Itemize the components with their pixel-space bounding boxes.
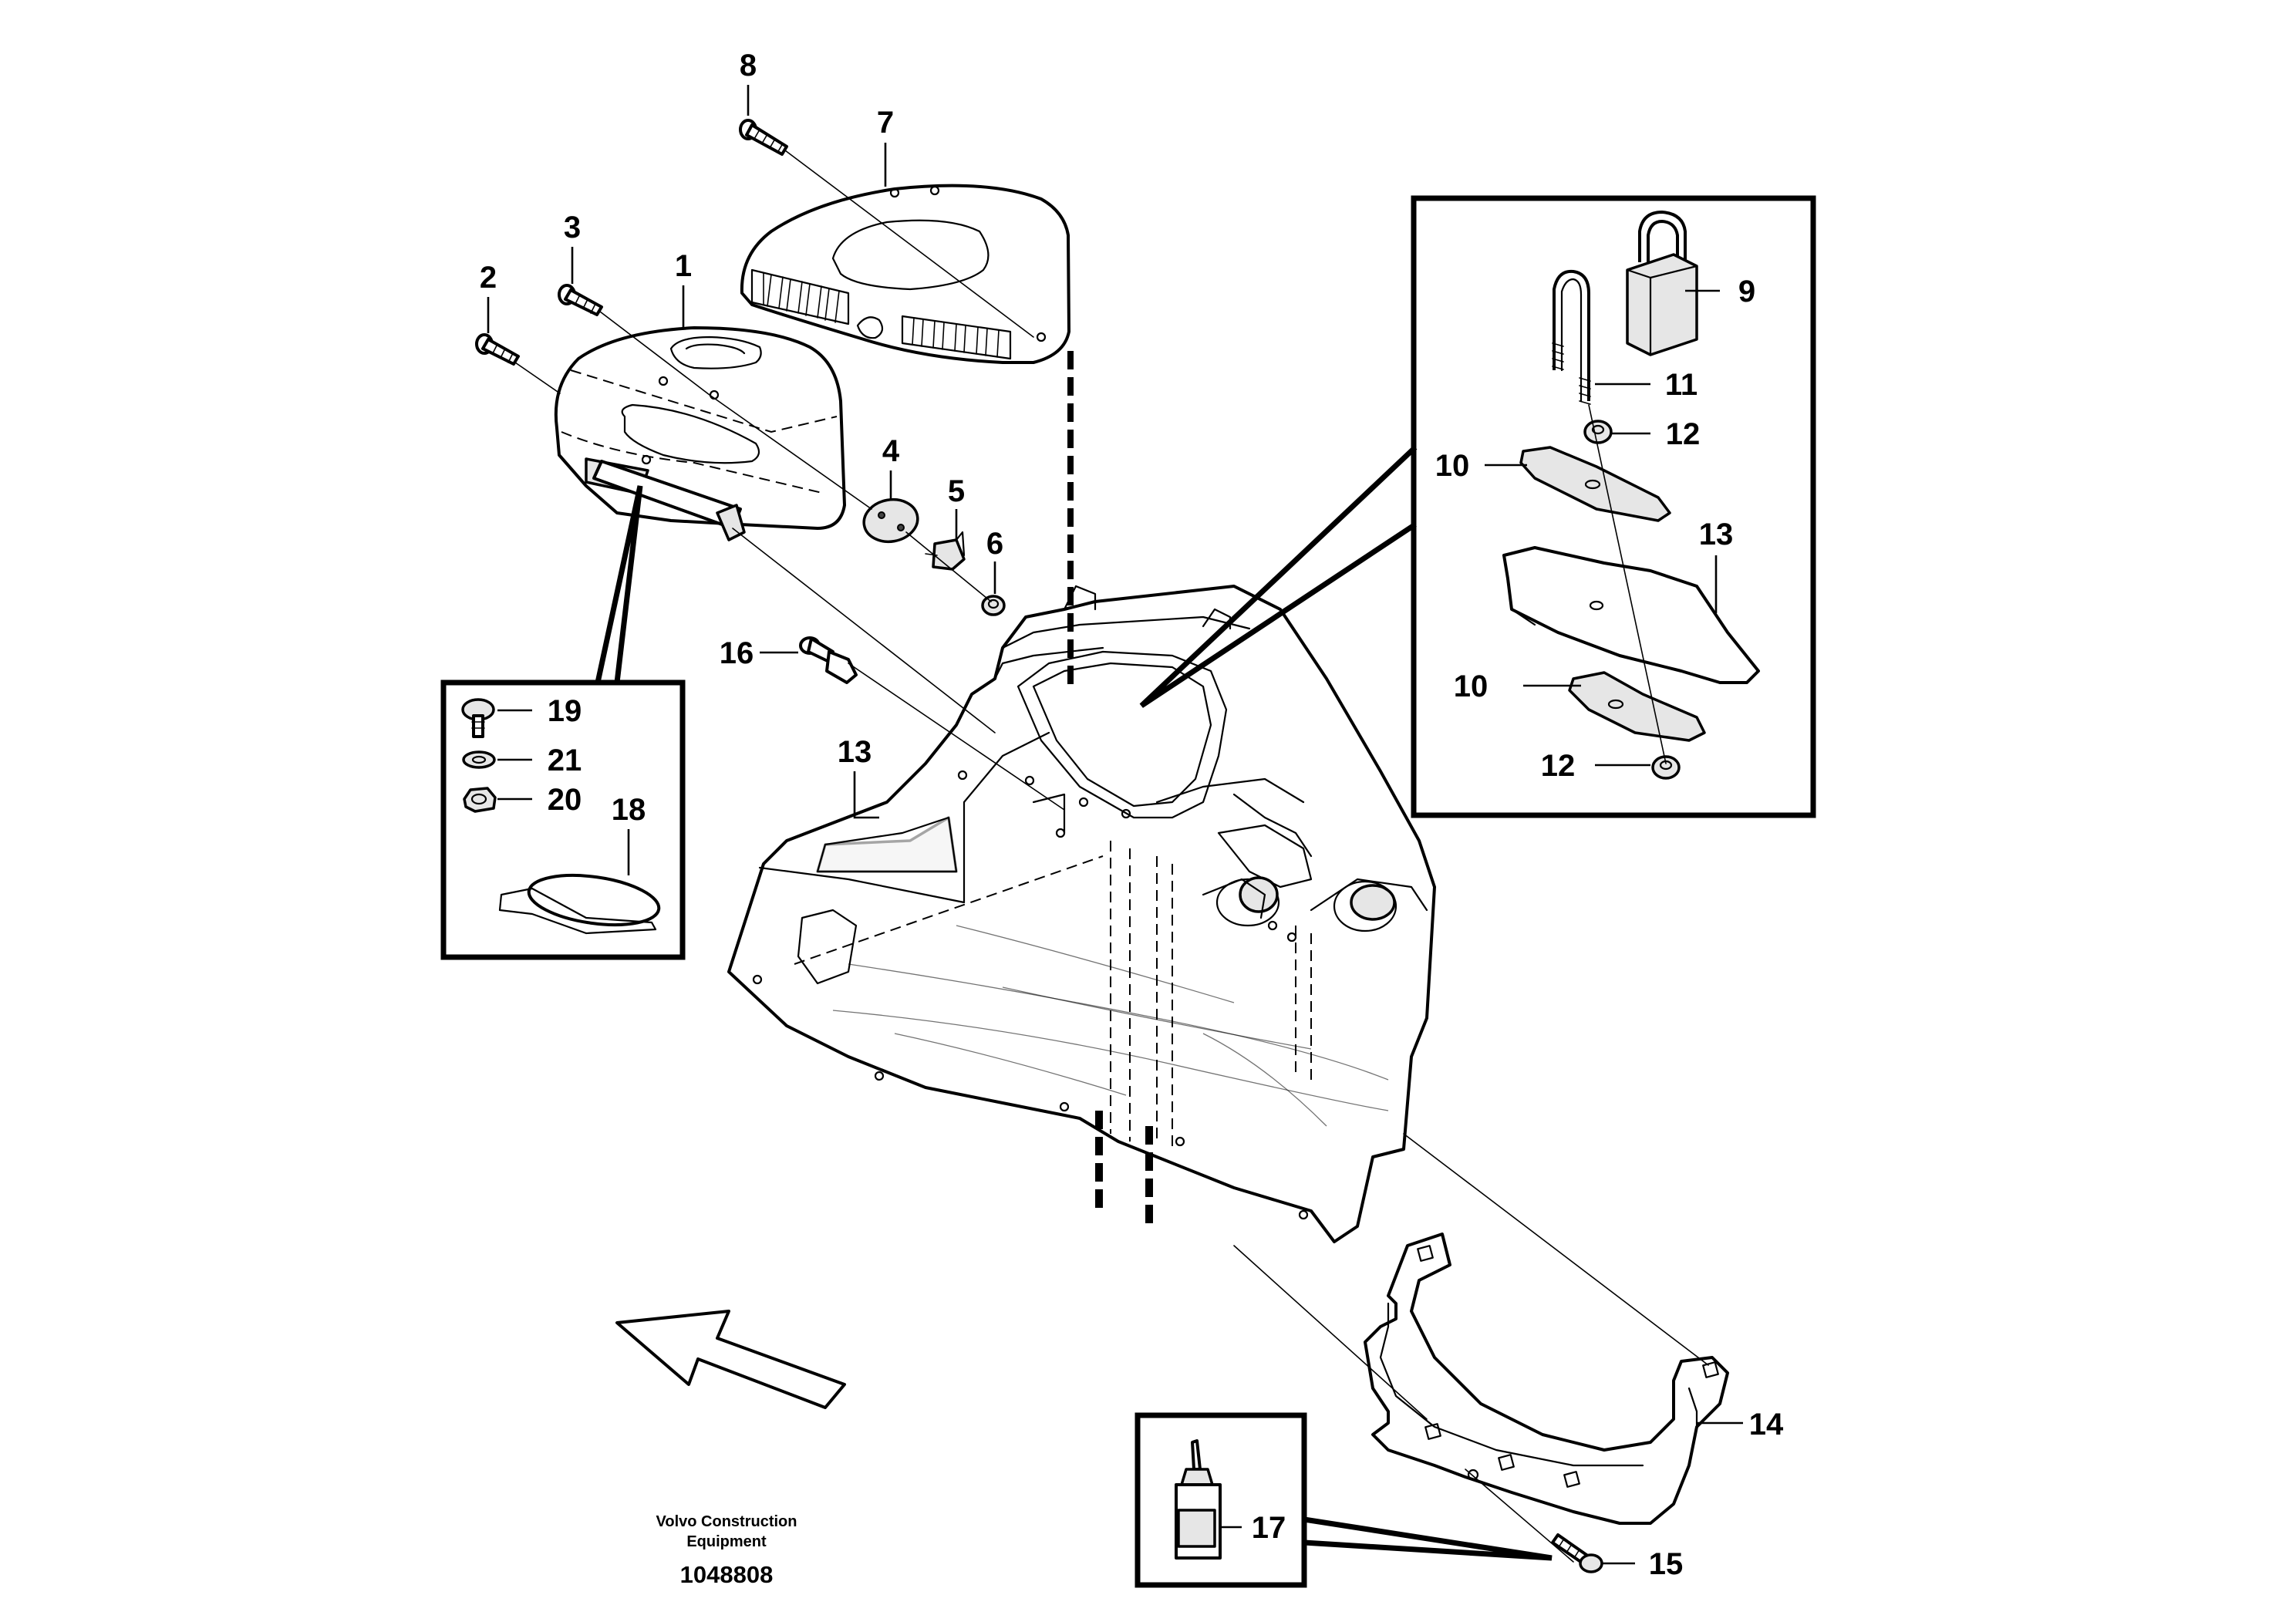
bracket-leaders xyxy=(1233,1133,1709,1563)
vent-grille-left xyxy=(750,268,850,325)
brand-line-1: Volvo Construction xyxy=(656,1513,797,1530)
callout-15: 15 xyxy=(1649,1547,1684,1581)
callout-13-inset: 13 xyxy=(1699,518,1734,551)
callout-19: 19 xyxy=(548,694,582,728)
callout-10-lower: 10 xyxy=(1454,669,1489,703)
cover-plate-1 xyxy=(554,326,846,541)
washer-21 xyxy=(462,750,496,769)
callout-8: 8 xyxy=(740,49,757,83)
callout-16: 16 xyxy=(720,636,754,670)
callout-3: 3 xyxy=(564,211,581,244)
alignment-lines xyxy=(1067,351,1153,1226)
callout-13-main: 13 xyxy=(838,735,872,769)
cap-4 xyxy=(862,497,919,544)
direction-arrow xyxy=(615,1310,846,1409)
hidden-fastener-lines xyxy=(794,841,1312,1149)
console-body xyxy=(727,585,1436,1243)
inset-adhesive xyxy=(1135,1412,1307,1588)
callout-6: 6 xyxy=(986,527,1003,561)
padlock-9 xyxy=(1626,211,1698,356)
plate-13-inset xyxy=(1502,546,1760,684)
callout-labels: 8 7 3 1 2 4 5 6 16 13 19 21 20 18 9 11 1 xyxy=(480,49,1784,1581)
drawing-number: 1048808 xyxy=(680,1561,774,1588)
screw-2 xyxy=(475,333,520,366)
brand-line-2: Equipment xyxy=(686,1533,767,1550)
top-leaders xyxy=(514,150,1034,733)
callout-4: 4 xyxy=(882,434,900,468)
callout-18: 18 xyxy=(612,793,646,827)
inset-fasteners xyxy=(440,485,686,960)
vent-grille-right xyxy=(901,315,1012,360)
strap-18 xyxy=(498,874,661,935)
callout-2: 2 xyxy=(480,261,497,295)
callout-14: 14 xyxy=(1749,1408,1784,1442)
pin-16 xyxy=(799,636,1065,811)
callout-17: 17 xyxy=(1252,1511,1286,1545)
plate-10-upper xyxy=(1519,446,1671,522)
adhesive-bottle-17 xyxy=(1175,1439,1222,1560)
u-bolt-11 xyxy=(1552,269,1591,405)
callout-7: 7 xyxy=(877,106,894,140)
inset-lock-assembly xyxy=(1139,195,1816,818)
cover-plate-7 xyxy=(740,184,1070,364)
callout-1: 1 xyxy=(675,249,692,283)
callout-20: 20 xyxy=(548,783,582,817)
plate-10-lower xyxy=(1568,671,1706,742)
nut-6 xyxy=(981,595,1006,616)
callout-21: 21 xyxy=(548,744,582,777)
nut-20 xyxy=(463,787,497,813)
footer: Volvo Construction Equipment 1048808 xyxy=(656,1513,797,1588)
screw-19 xyxy=(461,698,495,738)
callout-5: 5 xyxy=(948,474,965,508)
screw-3 xyxy=(558,284,603,316)
callout-12-upper: 12 xyxy=(1666,417,1701,451)
screw-15 xyxy=(1551,1533,1603,1573)
nut-12-lower xyxy=(1651,755,1681,780)
clip-5 xyxy=(932,531,966,571)
callout-10-upper: 10 xyxy=(1435,449,1470,483)
bracket-part xyxy=(1364,1233,1729,1525)
nut-12-upper xyxy=(1583,420,1613,444)
callout-12-lower: 12 xyxy=(1541,749,1576,783)
screw-8 xyxy=(739,119,788,156)
callout-9: 9 xyxy=(1738,275,1755,309)
callout-11: 11 xyxy=(1665,368,1698,402)
